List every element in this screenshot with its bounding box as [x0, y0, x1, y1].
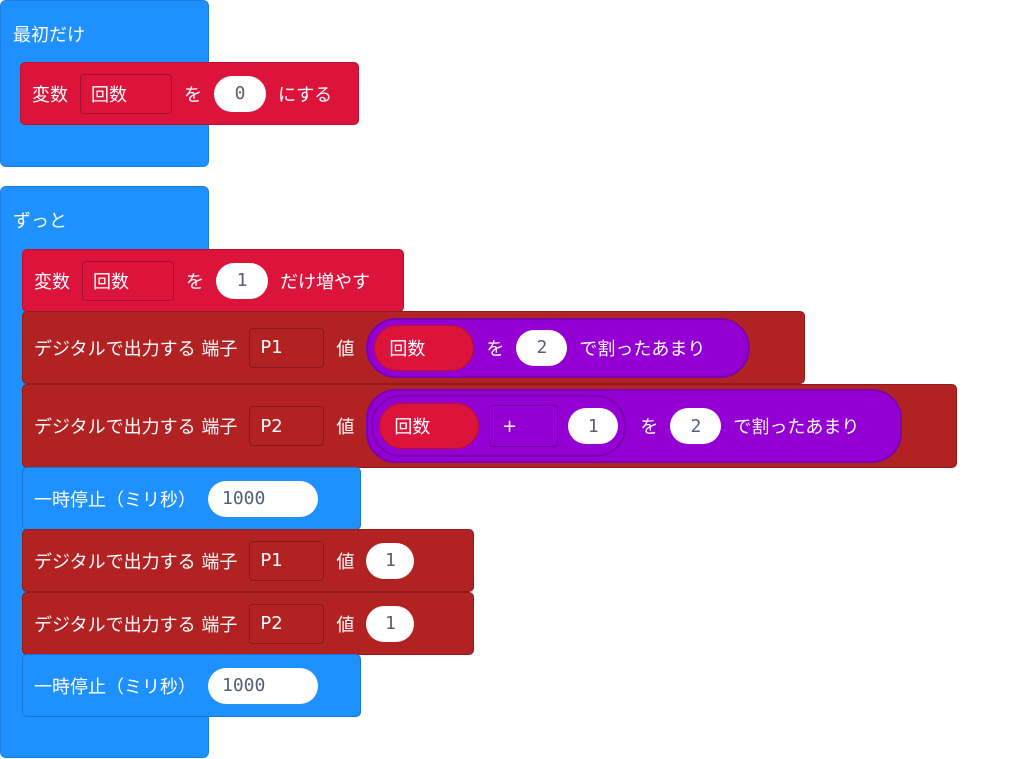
pause-input[interactable]: 1000	[208, 480, 318, 517]
block-text: デジタルで出力する 端子	[34, 417, 238, 438]
value-input[interactable]: 1	[366, 542, 415, 579]
block-text: を	[184, 84, 202, 106]
change-variable-block[interactable]: 変数 回数 を 1 だけ増やす	[22, 249, 404, 312]
pin-dropdown[interactable]: P1	[249, 327, 325, 368]
block-text: デジタルで出力する 端子	[34, 338, 238, 360]
block-text: デジタルで出力する 端子	[34, 551, 238, 573]
divisor-input[interactable]: 2	[670, 408, 722, 444]
value-input[interactable]: 0	[214, 75, 266, 112]
block-text: 値	[336, 338, 355, 360]
block-text: 値	[336, 417, 355, 438]
block-text: だけ増やす	[280, 271, 370, 293]
digital-write-block[interactable]: デジタルで出力する 端子 P1 値 1	[22, 529, 474, 592]
block-text: 値	[336, 551, 355, 573]
on-start-label: 最初だけ	[13, 25, 85, 46]
addition-block[interactable]: 回数 + 1	[371, 395, 627, 457]
pin-dropdown[interactable]: P1	[249, 540, 325, 581]
digital-write-block[interactable]: デジタルで出力する 端子 P2 値 1	[22, 592, 474, 655]
pin-dropdown[interactable]: P2	[249, 406, 325, 446]
forever-label: ずっと	[13, 211, 67, 232]
divisor-input[interactable]: 2	[516, 329, 568, 366]
pause-block[interactable]: 一時停止（ミリ秒） 1000	[22, 467, 361, 530]
digital-write-block[interactable]: デジタルで出力する 端子 P1 値 回数 を 2 で割ったあまり	[22, 311, 805, 384]
value-input[interactable]: 1	[366, 605, 415, 642]
addend-input[interactable]: 1	[568, 408, 619, 444]
pause-block[interactable]: 一時停止（ミリ秒） 1000	[22, 654, 361, 717]
remainder-block[interactable]: 回数 を 2 で割ったあまり	[366, 317, 751, 378]
pause-input[interactable]: 1000	[208, 667, 318, 704]
block-text: 変数	[32, 84, 68, 106]
digital-write-block[interactable]: デジタルで出力する 端子 P2 値 回数 + 1 を 2 で割ったあまり	[22, 384, 957, 468]
block-text: 一時停止（ミリ秒）	[34, 489, 196, 511]
block-text: を	[186, 271, 204, 293]
pin-dropdown[interactable]: P2	[249, 603, 325, 644]
block-text: にする	[278, 84, 333, 106]
variable-reporter[interactable]: 回数	[379, 403, 480, 449]
block-text: 値	[336, 614, 355, 636]
block-text: で割ったあまり	[579, 338, 706, 360]
block-text: 変数	[34, 271, 70, 293]
block-text: で割ったあまり	[733, 417, 860, 438]
variable-dropdown[interactable]: 回数	[82, 260, 174, 301]
set-variable-block[interactable]: 変数 回数 を 0 にする	[20, 62, 359, 125]
block-text: を	[640, 417, 659, 438]
block-text: 一時停止（ミリ秒）	[34, 676, 196, 698]
block-text: デジタルで出力する 端子	[34, 614, 238, 636]
value-input[interactable]: 1	[216, 262, 268, 299]
remainder-block[interactable]: 回数 + 1 を 2 で割ったあまり	[366, 389, 903, 463]
variable-dropdown[interactable]: 回数	[80, 73, 172, 114]
operator-dropdown[interactable]: +	[489, 405, 559, 447]
block-text: を	[486, 338, 505, 360]
variable-reporter[interactable]: 回数	[374, 324, 475, 371]
